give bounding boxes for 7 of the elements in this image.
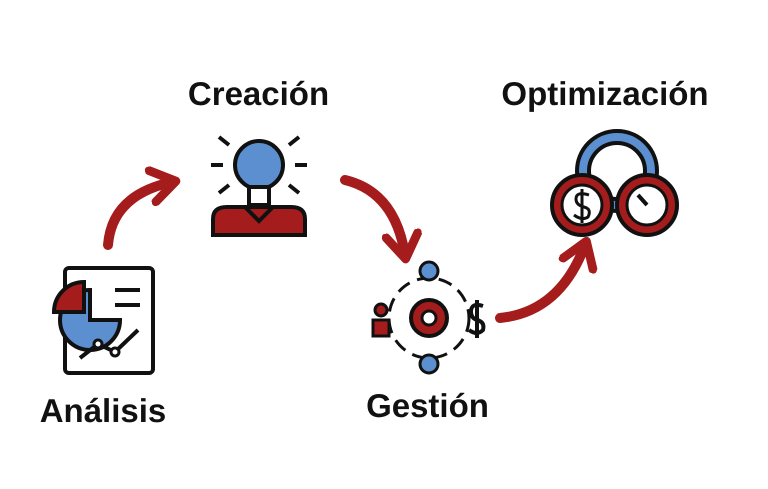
stage-title: Gestión — [366, 387, 489, 425]
stage-title: Optimización — [501, 75, 709, 113]
curved-arrow — [103, 166, 180, 250]
stage-title: Creación — [188, 75, 330, 113]
curved-arrow — [340, 175, 422, 264]
stage-title: Análisis — [40, 392, 166, 430]
curved-arrow — [495, 236, 597, 323]
